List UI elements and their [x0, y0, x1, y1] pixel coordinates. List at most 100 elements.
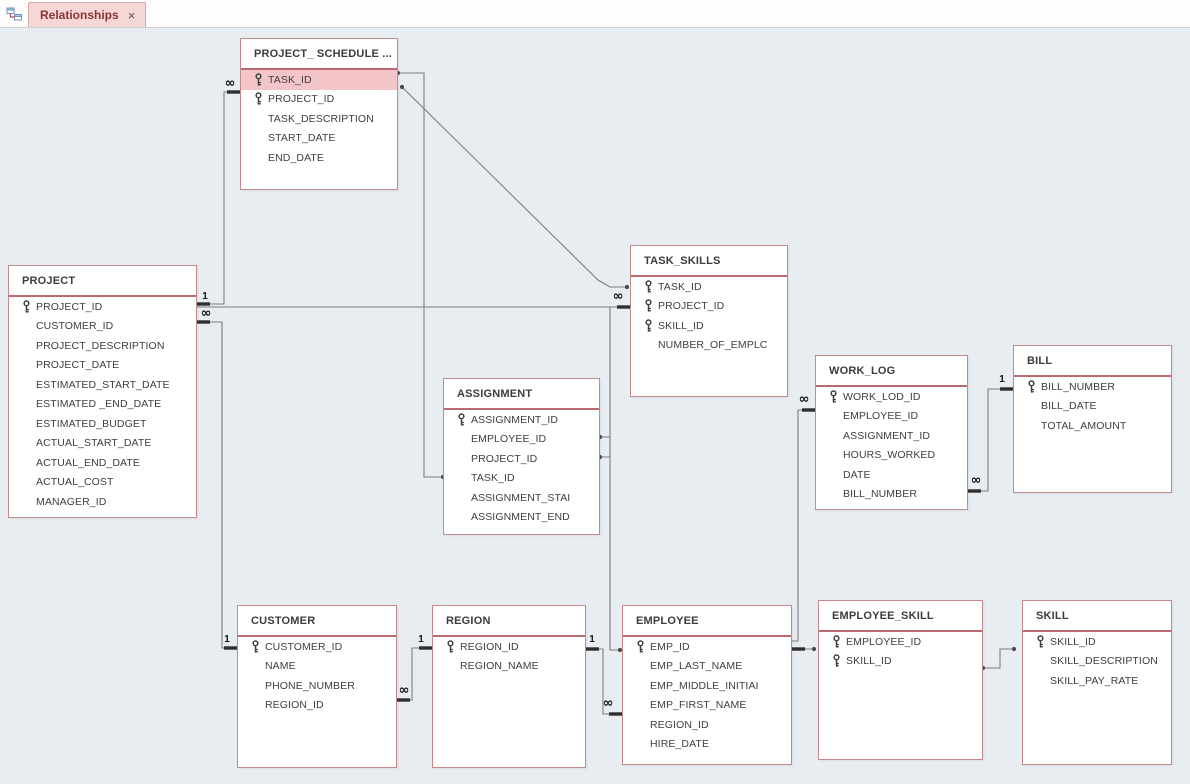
- primary-key-icon: [1036, 635, 1044, 648]
- field-name: HIRE_DATE: [650, 738, 710, 751]
- field-icon-spacer: [633, 698, 647, 713]
- field-name: EMP_MIDDLE_INITIAI: [650, 679, 759, 692]
- field-task-id[interactable]: TASK_ID: [241, 70, 397, 90]
- field-manager-id[interactable]: MANAGER_ID: [9, 492, 196, 512]
- field-employee-id[interactable]: EMPLOYEE_ID: [444, 430, 599, 450]
- field-bill-number[interactable]: BILL_NUMBER: [1014, 377, 1171, 397]
- table-title[interactable]: ASSIGNMENT: [444, 379, 599, 410]
- field-task-id[interactable]: TASK_ID: [444, 469, 599, 489]
- field-actual-end-date[interactable]: ACTUAL_END_DATE: [9, 453, 196, 473]
- field-emp-middle-initiai[interactable]: EMP_MIDDLE_INITIAI: [623, 676, 791, 696]
- relationship-employee-work-log[interactable]: [792, 409, 815, 642]
- relationship-project-project-schedule[interactable]: [197, 91, 240, 305]
- field-estimated-budget[interactable]: ESTIMATED_BUDGET: [9, 414, 196, 434]
- table-title[interactable]: PROJECT_ SCHEDULE ...: [241, 39, 397, 70]
- field-skill-pay-rate[interactable]: SKILL_PAY_RATE: [1023, 671, 1171, 691]
- field-work-lod-id[interactable]: WORK_LOD_ID: [816, 387, 967, 407]
- field-icon-spacer: [19, 358, 33, 373]
- table-title[interactable]: WORK_LOG: [816, 356, 967, 387]
- field-region-id[interactable]: REGION_ID: [238, 696, 396, 716]
- relationship-project-schedule-assignment[interactable]: [398, 72, 443, 478]
- field-project-id[interactable]: PROJECT_ID: [444, 449, 599, 469]
- field-skill-description[interactable]: SKILL_DESCRIPTION: [1023, 652, 1171, 672]
- field-actual-cost[interactable]: ACTUAL_COST: [9, 473, 196, 493]
- table-title[interactable]: SKILL: [1023, 601, 1171, 632]
- field-region-id[interactable]: REGION_ID: [623, 715, 791, 735]
- field-project-id[interactable]: PROJECT_ID: [631, 297, 787, 317]
- table-title[interactable]: EMPLOYEE: [623, 606, 791, 637]
- field-icon-spacer: [19, 436, 33, 451]
- tab-close-icon[interactable]: ×: [127, 7, 136, 23]
- field-name[interactable]: NAME: [238, 657, 396, 677]
- field-task-description[interactable]: TASK_DESCRIPTION: [241, 109, 397, 129]
- field-emp-id[interactable]: EMP_ID: [623, 637, 791, 657]
- field-icon-spacer: [454, 432, 468, 447]
- relationship-project-schedule-task-skills[interactable]: [401, 86, 627, 288]
- field-end-date[interactable]: END_DATE: [241, 148, 397, 168]
- cardinality-many-label: ∞: [613, 289, 624, 304]
- primary-key-iconbox: [1033, 634, 1047, 649]
- field-region-id[interactable]: REGION_ID: [433, 637, 585, 657]
- table-title[interactable]: EMPLOYEE_SKILL: [819, 601, 982, 632]
- primary-key-icon: [832, 654, 840, 667]
- cardinality-one-label: 1: [224, 634, 230, 645]
- table-title[interactable]: BILL: [1014, 346, 1171, 377]
- field-region-name[interactable]: REGION_NAME: [433, 657, 585, 677]
- field-employee-id[interactable]: EMPLOYEE_ID: [819, 632, 982, 652]
- primary-key-iconbox: [829, 634, 843, 649]
- field-project-id[interactable]: PROJECT_ID: [9, 297, 196, 317]
- field-employee-id[interactable]: EMPLOYEE_ID: [816, 407, 967, 427]
- field-assignment-id[interactable]: ASSIGNMENT_ID: [444, 410, 599, 430]
- field-start-date[interactable]: START_DATE: [241, 129, 397, 149]
- table-title[interactable]: CUSTOMER: [238, 606, 396, 637]
- field-task-id[interactable]: TASK_ID: [631, 277, 787, 297]
- field-estimated-start-date[interactable]: ESTIMATED_START_DATE: [9, 375, 196, 395]
- field-date[interactable]: DATE: [816, 465, 967, 485]
- field-hours-worked[interactable]: HOURS_WORKED: [816, 446, 967, 466]
- field-customer-id[interactable]: CUSTOMER_ID: [238, 637, 396, 657]
- field-skill-id[interactable]: SKILL_ID: [1023, 632, 1171, 652]
- field-emp-first-name[interactable]: EMP_FIRST_NAME: [623, 696, 791, 716]
- relationship-employee-skill-skill[interactable]: [983, 648, 1014, 669]
- field-number-of-emplc[interactable]: NUMBER_OF_EMPLC: [631, 336, 787, 356]
- primary-key-icon: [251, 640, 259, 653]
- field-assignment-stai[interactable]: ASSIGNMENT_STAI: [444, 488, 599, 508]
- field-project-description[interactable]: PROJECT_DESCRIPTION: [9, 336, 196, 356]
- tab-relationships[interactable]: Relationships ×: [28, 2, 147, 27]
- table-title[interactable]: TASK_SKILLS: [631, 246, 787, 277]
- field-emp-last-name[interactable]: EMP_LAST_NAME: [623, 657, 791, 677]
- relationship-assignment-employee[interactable]: [600, 436, 620, 651]
- field-total-amount[interactable]: TOTAL_AMOUNT: [1014, 416, 1171, 436]
- field-phone-number[interactable]: PHONE_NUMBER: [238, 676, 396, 696]
- field-customer-id[interactable]: CUSTOMER_ID: [9, 317, 196, 337]
- primary-key-iconbox: [251, 92, 265, 107]
- field-assignment-end[interactable]: ASSIGNMENT_END: [444, 508, 599, 528]
- field-assignment-id[interactable]: ASSIGNMENT_ID: [816, 426, 967, 446]
- relationship-customer-project[interactable]: [197, 321, 237, 649]
- field-bill-date[interactable]: BILL_DATE: [1014, 397, 1171, 417]
- field-hire-date[interactable]: HIRE_DATE: [623, 735, 791, 755]
- table-title[interactable]: REGION: [433, 606, 585, 637]
- relationship-project-assignment[interactable]: [600, 307, 611, 458]
- field-skill-id[interactable]: SKILL_ID: [819, 652, 982, 672]
- table-title[interactable]: PROJECT: [9, 266, 196, 297]
- field-actual-start-date[interactable]: ACTUAL_START_DATE: [9, 434, 196, 454]
- primary-key-icon: [1027, 380, 1035, 393]
- field-project-id[interactable]: PROJECT_ID: [241, 90, 397, 110]
- field-bill-number[interactable]: BILL_NUMBER: [816, 485, 967, 505]
- field-estimated-end-date[interactable]: ESTIMATED _END_DATE: [9, 395, 196, 415]
- field-skill-id[interactable]: SKILL_ID: [631, 316, 787, 336]
- field-project-date[interactable]: PROJECT_DATE: [9, 356, 196, 376]
